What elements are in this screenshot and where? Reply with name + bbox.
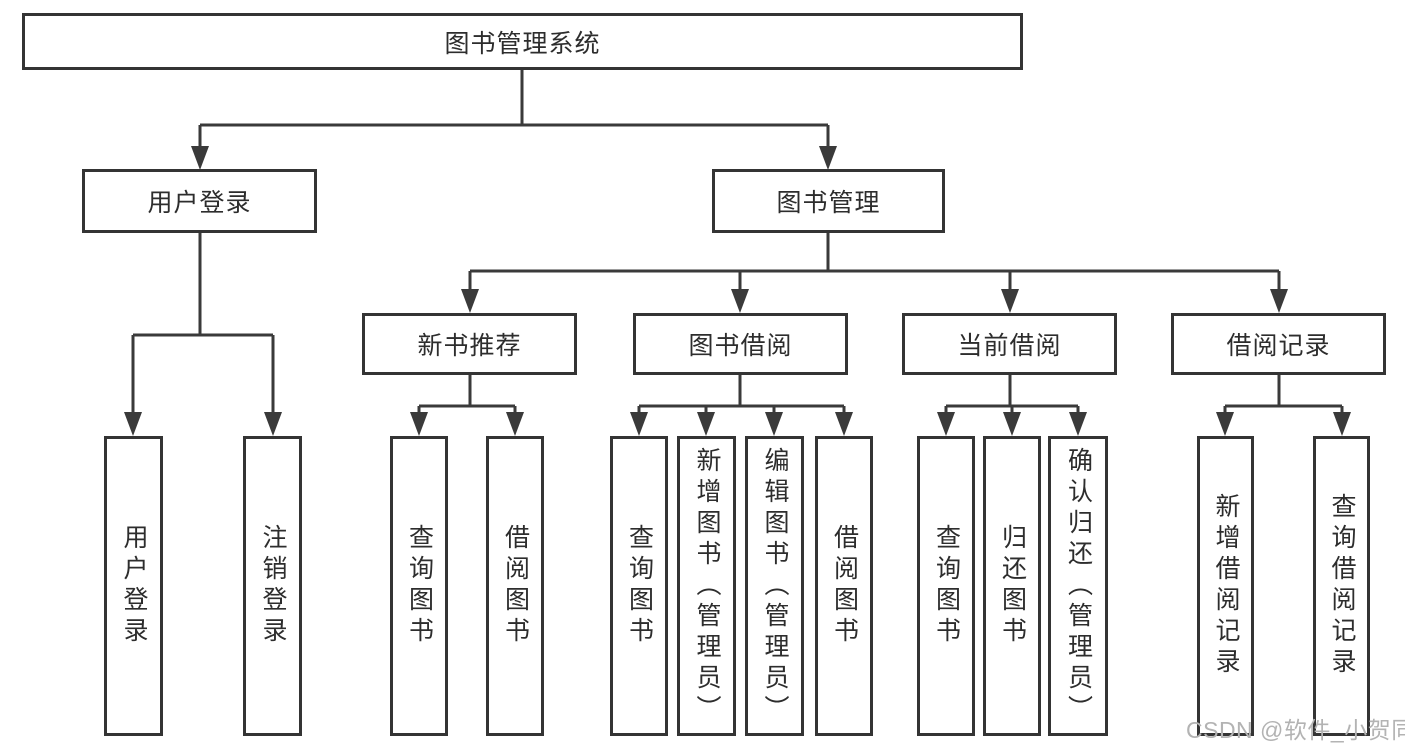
node-new-book-recommendation: 新书推荐 (362, 313, 577, 375)
node-user-login: 用户登录 (82, 169, 317, 233)
node-borrowing-records: 借阅记录 (1171, 313, 1386, 375)
node-query-borrow-record: 查询借阅记录 (1313, 436, 1370, 736)
node-return-books: 归还图书 (983, 436, 1041, 736)
node-book-management-system: 图书管理系统 (22, 13, 1023, 70)
node-label: 当前借阅 (957, 332, 1062, 360)
node-label: 确认归还（管理员） (1064, 446, 1093, 726)
node-edit-books-admin: 编辑图书（管理员） (745, 436, 804, 736)
node-label: 新增图书（管理员） (693, 446, 721, 726)
node-borrow-books-leaf: 借阅图书 (815, 436, 873, 736)
node-label: 新增借阅记录 (1212, 493, 1240, 679)
node-add-borrow-record: 新增借阅记录 (1197, 436, 1254, 736)
node-query-books-borrowing: 查询图书 (610, 436, 668, 736)
node-user-login-leaf: 用户登录 (104, 436, 163, 736)
node-label: 编辑图书（管理员） (761, 446, 789, 726)
node-query-books-current: 查询图书 (917, 436, 975, 736)
csdn-watermark: CSDN @软件_小贺同学 (1186, 717, 1405, 743)
node-logout-leaf: 注销登录 (243, 436, 302, 736)
node-label: 归还图书 (998, 524, 1027, 648)
node-add-books-admin: 新增图书（管理员） (677, 436, 736, 736)
node-confirm-return-admin: 确认归还（管理员） (1048, 436, 1108, 736)
node-label: 用户登录 (120, 524, 148, 648)
node-label: 图书借阅 (688, 332, 793, 360)
node-current-borrowing: 当前借阅 (902, 313, 1117, 375)
node-label: 查询借阅记录 (1328, 493, 1356, 679)
node-label: 查询图书 (405, 524, 434, 648)
node-query-books-recommend: 查询图书 (390, 436, 448, 736)
node-book-borrowing: 图书借阅 (633, 313, 848, 375)
node-label: 查询图书 (932, 524, 961, 648)
node-label: 图书管理系统 (444, 29, 601, 58)
node-book-management: 图书管理 (712, 169, 945, 233)
node-label: 借阅记录 (1226, 332, 1331, 360)
node-label: 借阅图书 (830, 524, 859, 648)
node-label: 图书管理 (776, 189, 881, 217)
node-label: 新书推荐 (417, 332, 522, 360)
node-label: 查询图书 (625, 524, 654, 648)
node-label: 借阅图书 (501, 524, 530, 648)
node-borrow-books-recommend: 借阅图书 (486, 436, 544, 736)
node-label: 用户登录 (147, 189, 252, 217)
node-label: 注销登录 (259, 524, 287, 648)
